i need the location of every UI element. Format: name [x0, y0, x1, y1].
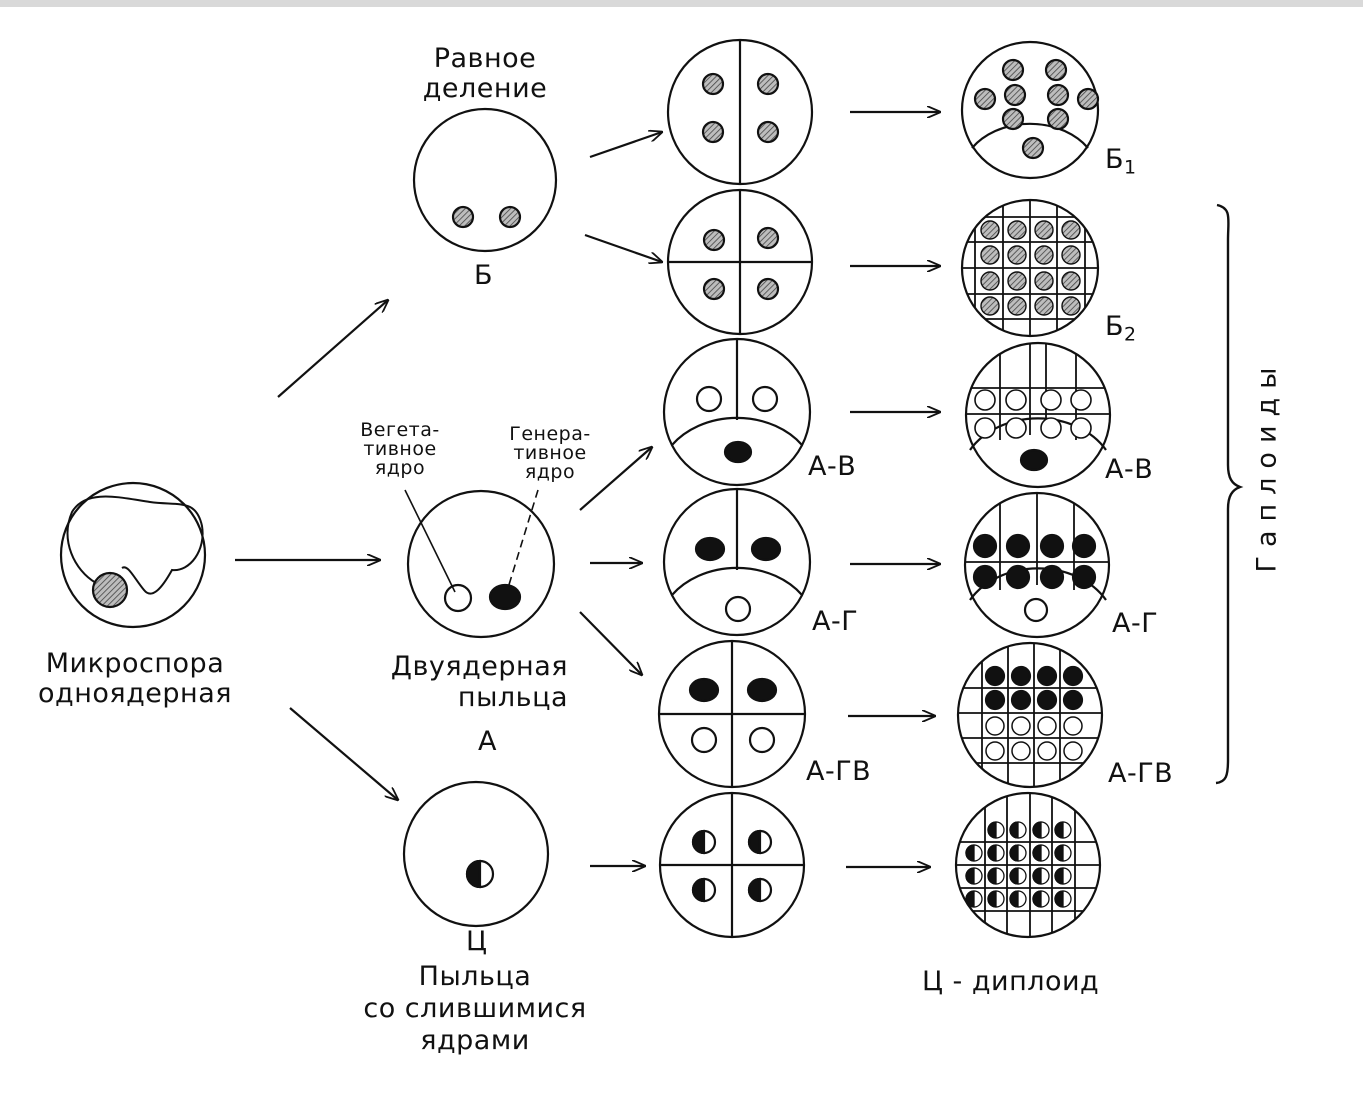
cell-a-g-intermediate [664, 489, 810, 635]
label-a-gv-mid: А-ГВ [806, 758, 871, 785]
label-ts-diploid: Ц - диплоид [922, 968, 1099, 995]
binucleate-line-1: Двуядерная [330, 653, 568, 680]
cell-a-g-result [965, 493, 1109, 637]
label-binucleate-pollen: Двуядерная пыльца [330, 653, 568, 711]
b1-subscript: 1 [1124, 157, 1137, 179]
cell-b1-intermediate [668, 40, 812, 184]
cell-a-v-result [966, 343, 1110, 487]
label-a-g-right: А-Г [1112, 610, 1158, 637]
microspore-line-1: Микроспора [10, 650, 260, 677]
label-a-gv-right: А-ГВ [1108, 760, 1173, 787]
microspore-cell [61, 483, 205, 627]
label-fused-pollen: Пыльца со слившимися ядрами [320, 963, 630, 1054]
b1-base: Б [1105, 144, 1124, 175]
cell-b1-result [962, 42, 1098, 178]
label-a-g-mid: А-Г [812, 608, 858, 635]
cell-a-v-intermediate [664, 339, 810, 485]
label-a-v-right: А-В [1105, 456, 1153, 483]
cell-a-binucleate-pollen [408, 491, 554, 637]
equal-division-line-2: деление [395, 75, 575, 102]
arrow-a-to-agv [580, 612, 642, 675]
cell-b2-result [958, 195, 1102, 340]
label-b1: Б1 [1105, 146, 1137, 173]
microspore-nucleus [93, 573, 127, 607]
haploids-bracket [1216, 205, 1240, 783]
b2-base: Б [1105, 311, 1124, 342]
label-microspore: Микроспора одноядерная [10, 650, 260, 707]
label-b: Б [474, 262, 493, 289]
vegetative-line-3: ядро [340, 459, 460, 478]
arrow-b-to-b1 [590, 132, 662, 157]
cell-b-equal-division [414, 109, 556, 251]
cell-b2-intermediate [668, 190, 812, 334]
b2-subscript: 2 [1124, 324, 1137, 346]
fused-line-3: ядрами [320, 1027, 630, 1054]
label-generative-nucleus: Генера- тивное ядро [490, 425, 610, 482]
label-ts: Ц [466, 928, 487, 955]
generative-nucleus [490, 585, 520, 609]
binucleate-line-2: пыльца [330, 684, 568, 711]
fused-line-2: со слившимися [320, 995, 630, 1022]
arrow-microspore-to-ts [290, 708, 398, 800]
arrow-b-to-b2 [585, 235, 662, 262]
fused-line-1: Пыльца [320, 963, 630, 990]
cell-ts-fused-nuclei [404, 782, 548, 926]
label-b2: Б2 [1105, 313, 1137, 340]
generative-line-3: ядро [490, 463, 610, 482]
arrow-microspore-to-b [278, 300, 388, 397]
cell-a-gv-result [958, 643, 1102, 787]
label-equal-division: Равное деление [395, 45, 575, 102]
label-a-v-mid: А-В [808, 453, 856, 480]
equal-division-line-1: Равное [395, 45, 575, 72]
vegetative-nucleus [445, 585, 471, 611]
label-vegetative-nucleus: Вегета- тивное ядро [340, 421, 460, 478]
label-a: А [478, 728, 497, 755]
cell-ts-intermediate [660, 793, 804, 937]
cell-ts-diploid-result [956, 793, 1100, 937]
label-haploids: Гаплоиды [1254, 383, 1281, 573]
microspore-line-2: одноядерная [10, 680, 260, 707]
cell-a-gv-intermediate [659, 641, 805, 787]
